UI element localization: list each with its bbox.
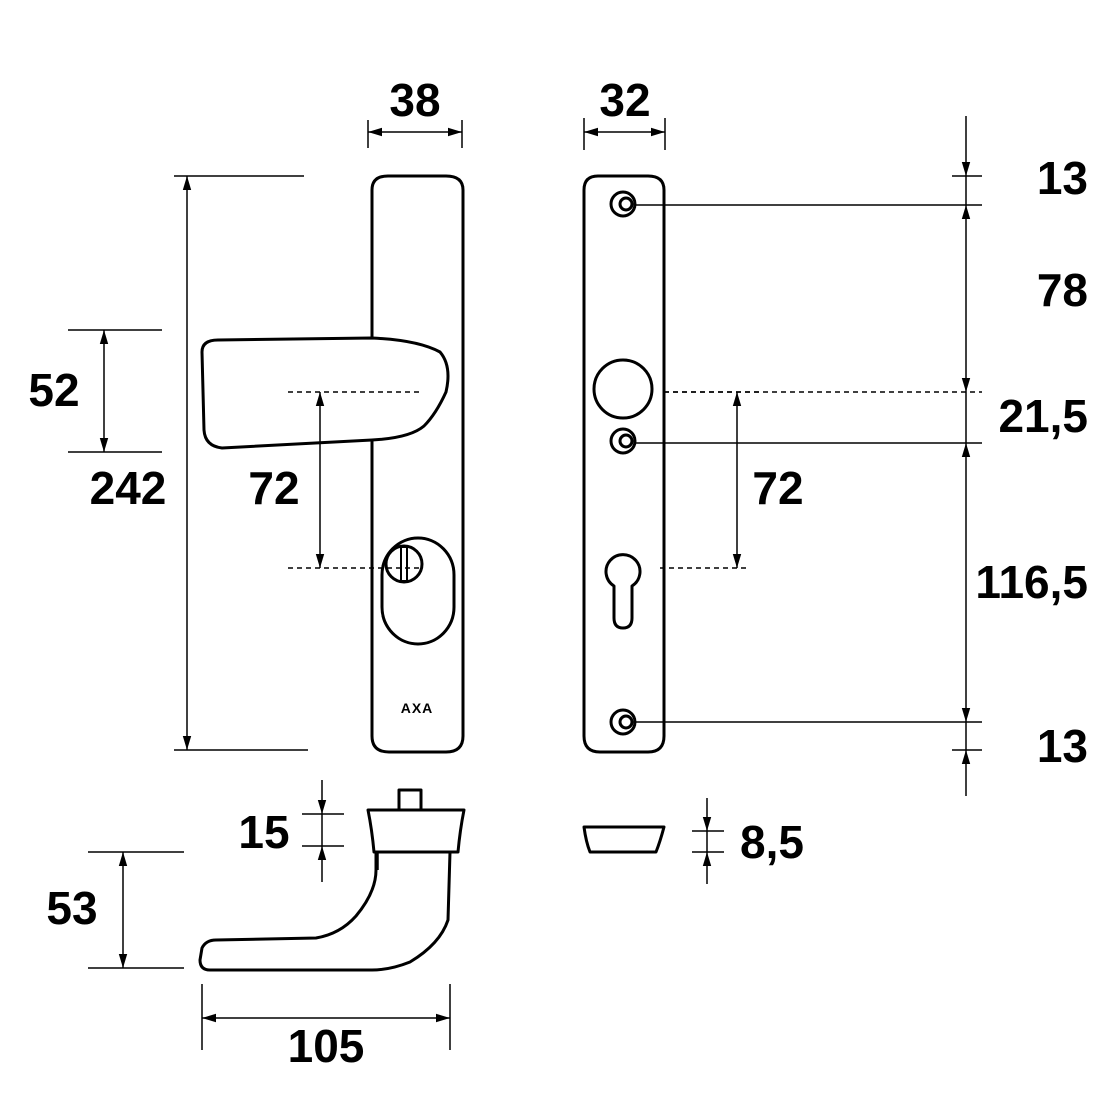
front-view: AXA xyxy=(200,174,465,754)
handle-rose xyxy=(366,808,466,854)
dim-front-width: 38 xyxy=(367,74,463,148)
label-78: 78 xyxy=(1037,264,1088,316)
dim-handle-height: 52 xyxy=(28,329,162,453)
dim-front-center: 72 xyxy=(248,391,420,569)
dim-handle-projection: 53 xyxy=(46,851,184,969)
label-72-side: 72 xyxy=(752,462,803,514)
dim-side-width: 32 xyxy=(583,74,666,150)
plate-section xyxy=(582,825,666,854)
dim-plate-height: 242 xyxy=(90,175,308,751)
cylinder-hole xyxy=(604,553,642,630)
label-21-5: 21,5 xyxy=(998,390,1088,442)
brand-logo: AXA xyxy=(401,700,434,716)
label-13-bottom: 13 xyxy=(1037,720,1088,772)
label-242: 242 xyxy=(90,462,167,514)
label-32: 32 xyxy=(599,74,650,126)
dim-right-chain: 13 78 21,5 116,5 13 xyxy=(635,116,1088,796)
dim-handle-length: 105 xyxy=(201,984,451,1072)
label-52: 52 xyxy=(28,364,79,416)
handle-lever xyxy=(198,850,452,972)
label-116-5: 116,5 xyxy=(975,556,1088,608)
front-handle xyxy=(200,336,450,450)
label-105: 105 xyxy=(288,1020,365,1072)
label-38: 38 xyxy=(389,74,440,126)
side-backplate xyxy=(582,174,666,754)
handle-spindle-stub xyxy=(397,788,423,812)
label-15: 15 xyxy=(238,806,289,858)
label-13-top: 13 xyxy=(1037,152,1088,204)
handle-profile-view xyxy=(198,788,466,972)
label-53: 53 xyxy=(46,882,97,934)
dim-plate-thickness: 8,5 xyxy=(692,798,804,884)
middle-screw-icon xyxy=(609,427,637,455)
label-8-5: 8,5 xyxy=(740,816,804,868)
label-72-front: 72 xyxy=(248,462,299,514)
side-view xyxy=(582,174,666,754)
top-screw-icon xyxy=(609,190,637,218)
front-thumbturn-escutcheon xyxy=(380,536,456,646)
front-backplate xyxy=(370,174,465,754)
spindle-hole xyxy=(592,358,654,420)
dim-rose-height: 15 xyxy=(238,780,344,882)
dim-side-center: 72 xyxy=(660,391,804,569)
